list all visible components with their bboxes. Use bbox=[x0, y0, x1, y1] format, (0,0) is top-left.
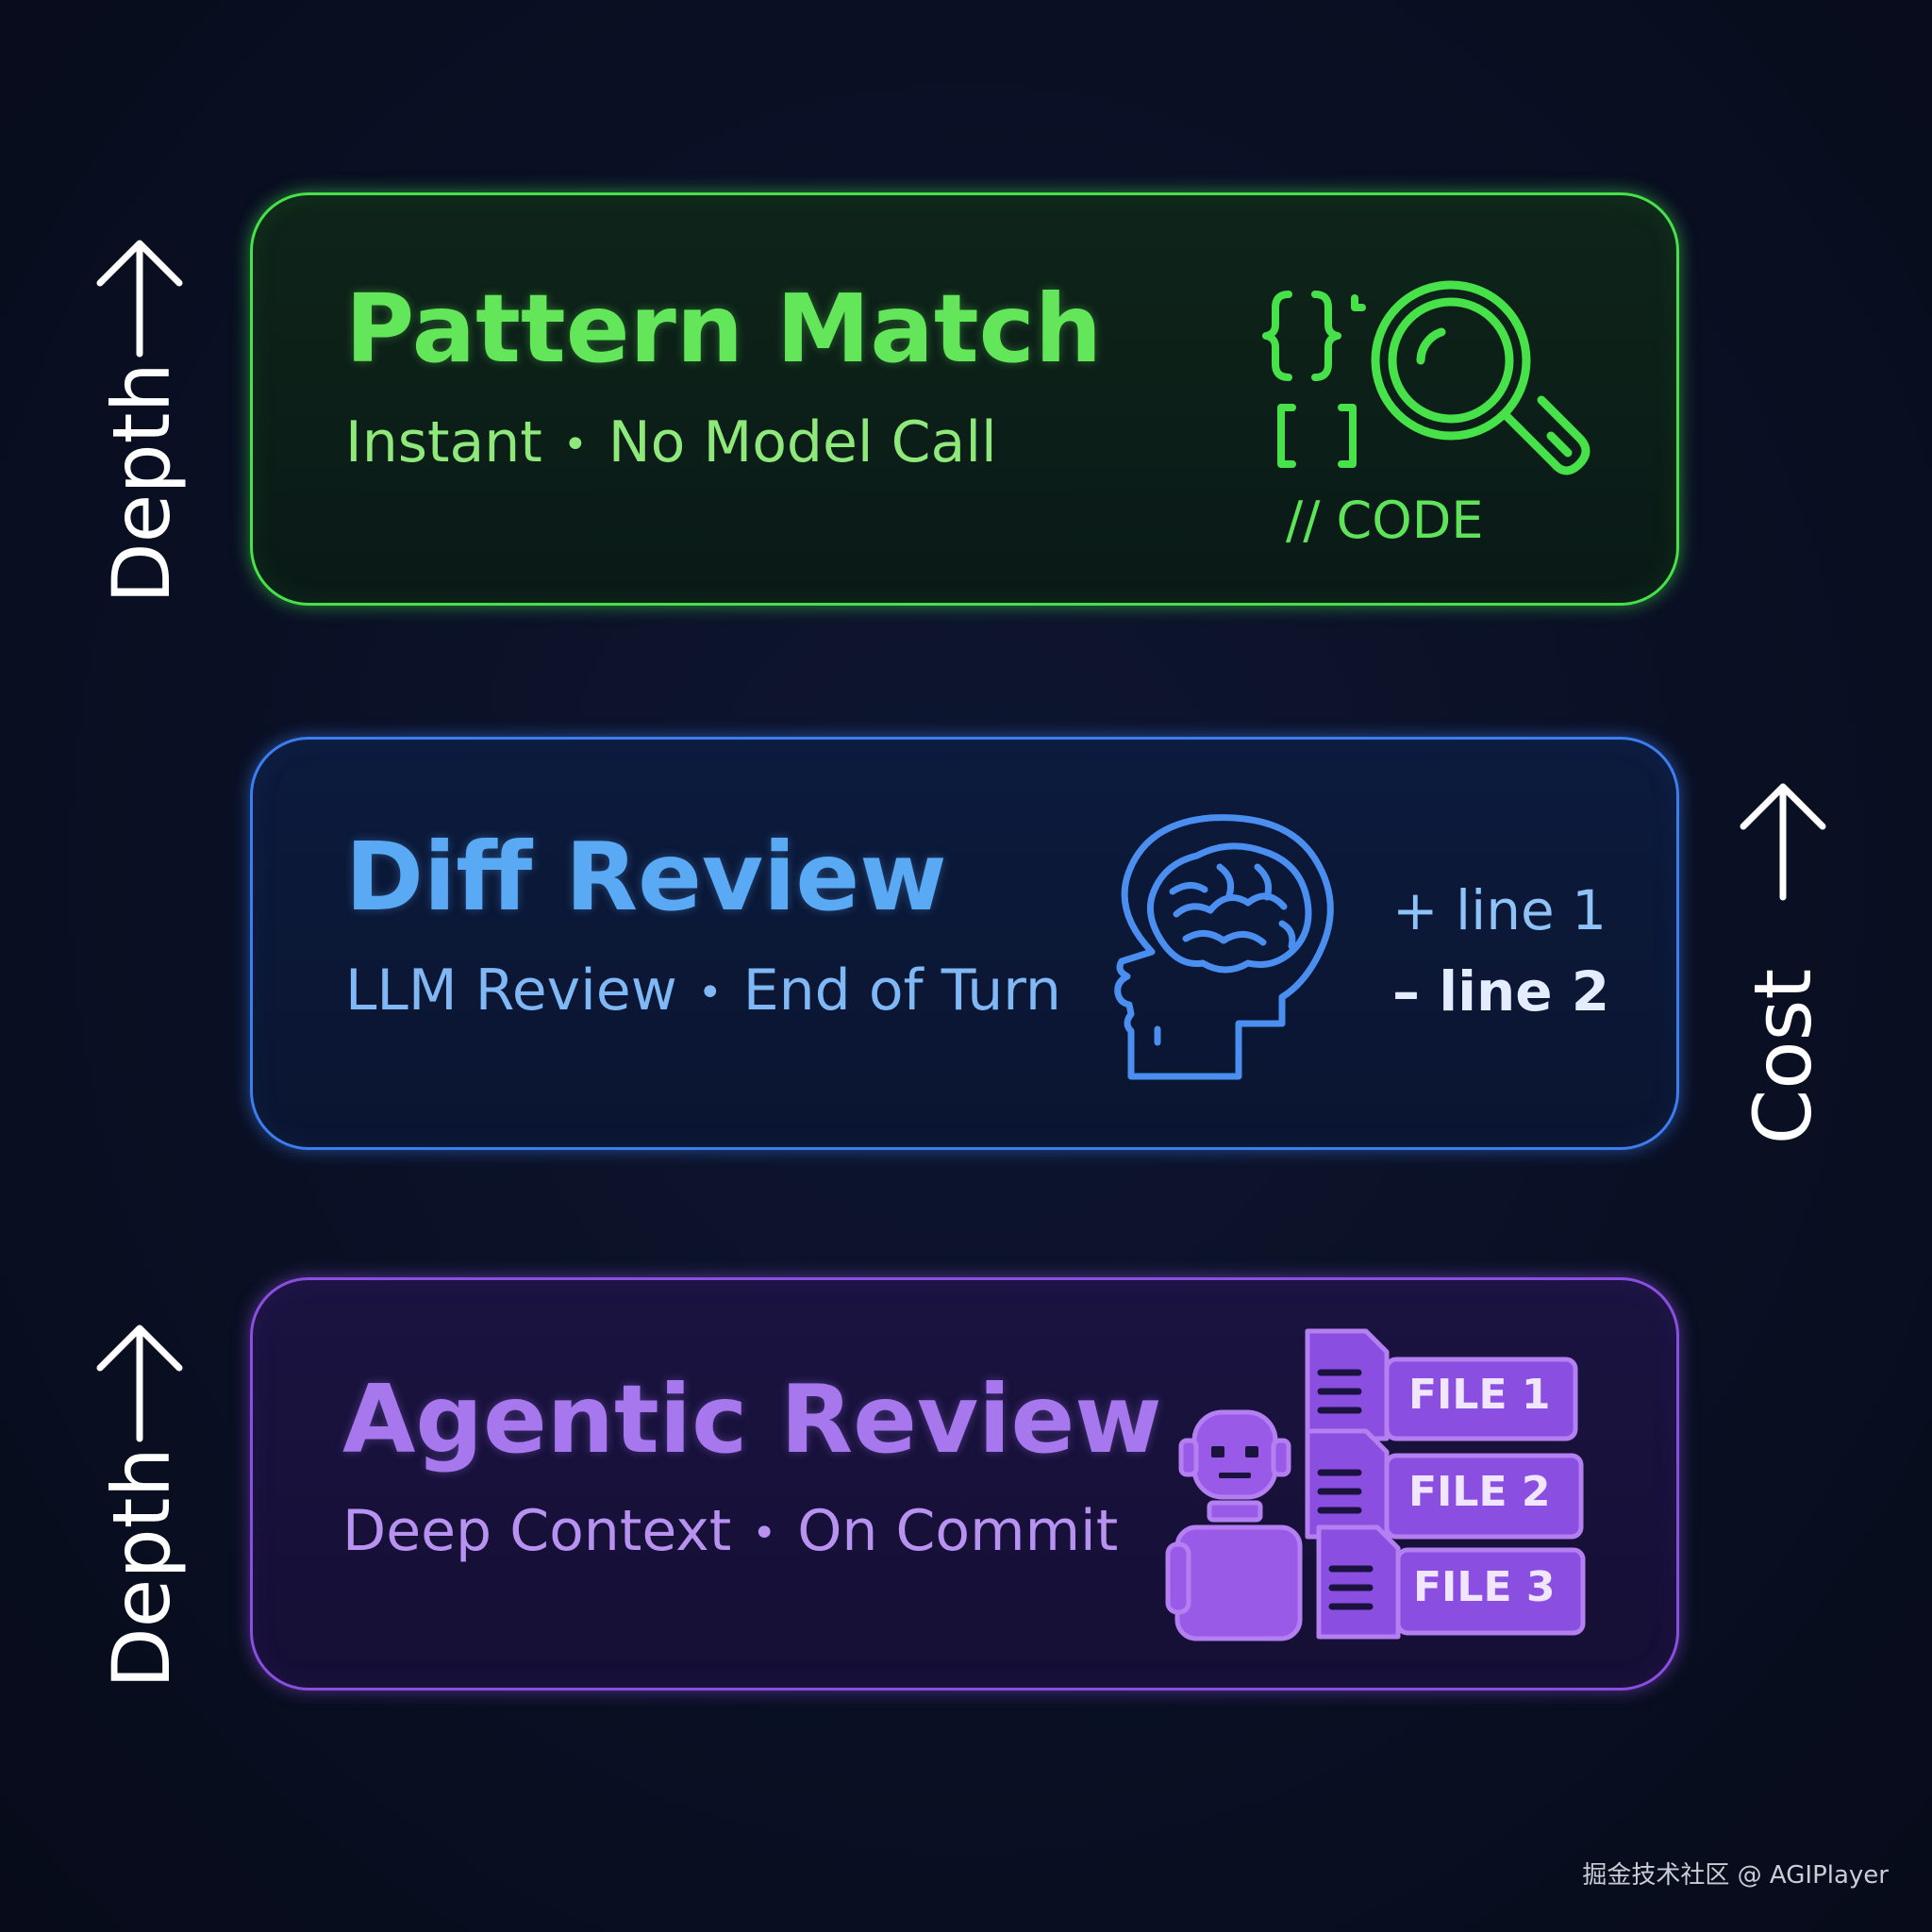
agentic-review-subtitle: Deep Context•On Commit bbox=[342, 1503, 1118, 1559]
diff-review-card: Diff Review LLM Review•End of Turn + lin… bbox=[250, 737, 1679, 1150]
depth-axis-label-bottom: Depth bbox=[95, 1447, 188, 1689]
pattern-match-model: No Model Call bbox=[608, 409, 997, 475]
separator-dot: • bbox=[697, 969, 723, 1018]
pattern-match-card: Pattern Match Instant•No Model Call // C… bbox=[250, 192, 1679, 606]
code-label: // CODE bbox=[1286, 491, 1484, 550]
diff-review-title: Diff Review bbox=[345, 822, 947, 932]
file-label-1: FILE 1 bbox=[1408, 1371, 1551, 1419]
depth-arrow-top-icon bbox=[96, 240, 183, 358]
magnifier-icon bbox=[1371, 280, 1591, 475]
cost-arrow-icon bbox=[1740, 783, 1826, 901]
robot-agent-icon bbox=[1165, 1409, 1303, 1641]
agentic-review-trigger: On Commit bbox=[797, 1498, 1119, 1564]
agentic-review-context: Deep Context bbox=[342, 1498, 732, 1564]
diff-review-method: LLM Review bbox=[345, 958, 677, 1024]
file-label-2: FILE 2 bbox=[1408, 1468, 1551, 1516]
file-stack-icon bbox=[1305, 1328, 1586, 1640]
agentic-review-card: Agentic Review Deep Context•On Commit bbox=[250, 1277, 1679, 1690]
separator-dot: • bbox=[752, 1509, 777, 1558]
separator-dot: • bbox=[562, 421, 588, 470]
pattern-match-title: Pattern Match bbox=[345, 274, 1103, 384]
agentic-review-title: Agentic Review bbox=[342, 1364, 1162, 1474]
pattern-match-subtitle: Instant•No Model Call bbox=[345, 414, 997, 471]
pattern-match-speed: Instant bbox=[345, 409, 542, 475]
diff-removed-line: – line 2 bbox=[1392, 959, 1610, 1024]
diff-added-line: + line 1 bbox=[1392, 878, 1607, 942]
watermark: 掘金技术社区 @ AGIPlayer bbox=[1582, 1861, 1889, 1890]
code-braces-icon bbox=[1262, 291, 1366, 468]
diff-review-timing: End of Turn bbox=[742, 958, 1061, 1024]
diff-review-subtitle: LLM Review•End of Turn bbox=[345, 962, 1061, 1019]
depth-axis-label-top: Depth bbox=[95, 362, 188, 604]
depth-arrow-bottom-icon bbox=[96, 1324, 183, 1442]
cost-axis-label: Cost bbox=[1737, 968, 1829, 1145]
brain-head-icon bbox=[1114, 814, 1334, 1080]
file-label-3: FILE 3 bbox=[1413, 1563, 1556, 1611]
